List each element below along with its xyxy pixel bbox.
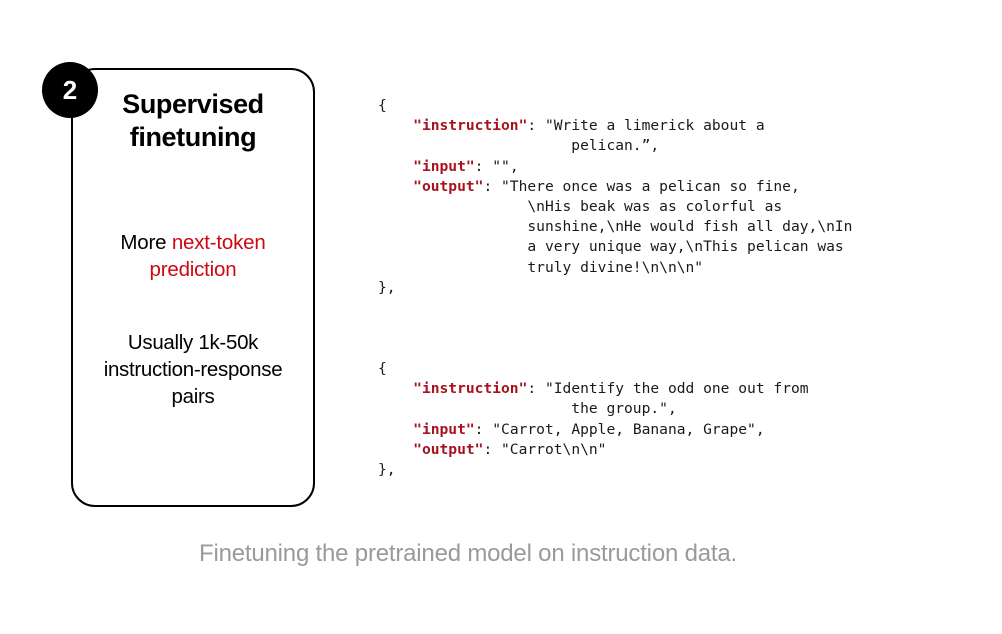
json-key: "output" [413,177,484,195]
json-sample-2: { "instruction": "Identify the odd one o… [378,360,809,479]
stage-card: Supervised finetuning More next-token pr… [71,68,315,507]
card-description-secondary: Usually 1k-50k instruction-response pair… [103,331,283,408]
card-title-line1: Supervised [122,89,264,119]
card-outline [71,68,315,507]
json-key: "input" [413,157,475,175]
json-key: "input" [413,420,475,438]
card-description-primary: More next-token prediction [83,154,303,283]
step-badge-number: 2 [62,75,78,105]
json-key: "instruction" [413,117,528,135]
code-sample-column: { "instruction": "Write a limerick about… [378,96,978,480]
card-description-prefix: More [120,231,172,254]
card-title-line2: finetuning [129,122,257,152]
json-sample-1: { "instruction": "Write a limerick about… [378,97,853,296]
figure-caption: Finetuning the pretrained model on instr… [199,540,737,567]
json-key: "instruction" [413,380,528,398]
json-key: "output" [413,440,484,458]
card-description-accent: next-token prediction [149,231,266,281]
step-badge: 2 [42,62,98,118]
card-content: Supervised finetuning More next-token pr… [71,68,315,507]
card-title: Supervised finetuning [83,88,303,154]
code-block-separator [378,298,978,359]
